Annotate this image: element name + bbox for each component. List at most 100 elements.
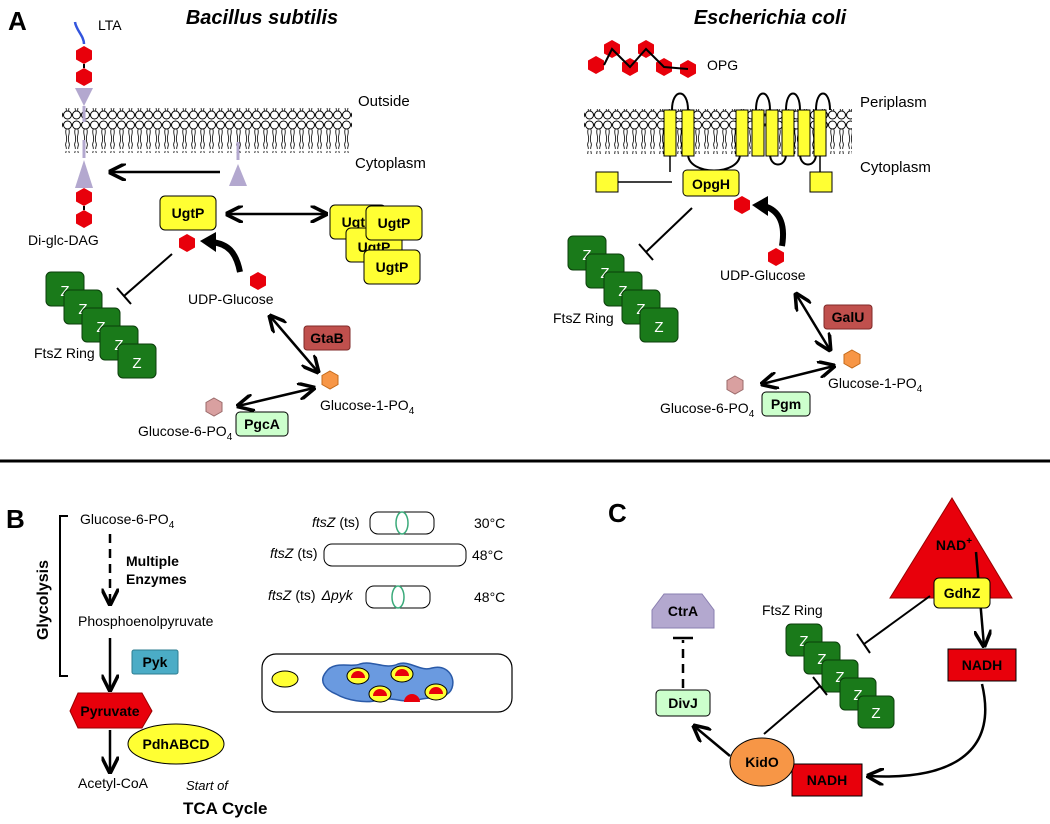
lta-chain <box>73 21 86 45</box>
bs-udp-glucose-label: UDP-Glucose <box>188 291 274 307</box>
galu-arrow <box>796 294 830 350</box>
kido-to-divj-arrow <box>694 726 731 757</box>
pgm-label: Pgm <box>771 396 801 412</box>
lta-hexagon <box>76 68 92 86</box>
panel-c-label: C <box>608 498 627 528</box>
pyruvate-shape <box>69 692 153 729</box>
pdh-ellipse <box>127 723 225 765</box>
ctra-label: CtrA <box>668 603 698 619</box>
glucose6-hexagon <box>205 397 223 417</box>
cell3-genotype: ftsZ(ts)Δpyk <box>268 587 354 603</box>
di-glc-dag-label: Di-glc-DAG <box>28 232 99 248</box>
kido-ellipse <box>729 737 795 787</box>
ec-ftsz-ring-label: FtsZ Ring <box>553 310 614 326</box>
panel-b-label: B <box>6 504 25 534</box>
lipid-anchor <box>229 164 247 186</box>
pyk-box <box>131 649 179 675</box>
pyk-label: Pyk <box>143 654 168 670</box>
cell1-genotype: ftsZ(ts) <box>312 514 360 530</box>
bs-cytoplasm-label: Cytoplasm <box>355 155 426 172</box>
ec-udp-glucose-hexagon <box>768 248 784 266</box>
galu-label: GalU <box>832 309 865 325</box>
svg-text:Z: Z <box>871 705 880 722</box>
ugtp-stack-box <box>365 205 423 241</box>
cell2-genotype: ftsZ(ts) <box>270 545 318 561</box>
bs-title: Bacillus subtilis <box>186 7 338 29</box>
bs-ftsz-ring: Z Z Z Z Z <box>45 271 157 379</box>
enzymes-label: Enzymes <box>126 571 187 587</box>
b-glucose6-label: Glucose-6-PO4 <box>80 511 175 531</box>
temp-48a: 48°C <box>472 547 503 563</box>
pyruvate-label: Pyruvate <box>80 703 139 719</box>
pgca-arrow <box>238 388 314 406</box>
nadh-label-1: NADH <box>962 657 1002 673</box>
ugtp-label: UgtP <box>172 205 205 221</box>
gdhz-inhibition <box>863 595 931 645</box>
ec-glucose6-label: Glucose-6-PO4 <box>660 400 755 420</box>
nadh-to-kido-arrow <box>868 683 987 776</box>
cell-30c-ring <box>395 511 409 535</box>
ec-udp-glucose-label: UDP-Glucose <box>720 267 806 283</box>
nadh-box-1 <box>947 648 1017 682</box>
c-ftsz-ring-label: FtsZ Ring <box>762 602 823 618</box>
opgh-transmembrane <box>595 92 833 193</box>
tca-label: TCA Cycle <box>183 799 267 818</box>
ctra-shape <box>651 593 715 629</box>
bs-ftsz-ring-label: FtsZ Ring <box>34 345 95 361</box>
ugtp-stack-box <box>363 249 421 285</box>
nadh-box-2 <box>791 763 863 797</box>
opgh-glucose-hexagon <box>734 196 750 214</box>
gtab-arrow <box>270 316 318 372</box>
ec-glucose6-hexagon <box>726 375 744 395</box>
ugtp-glucose-hexagon <box>179 234 195 252</box>
ugtp-box <box>159 195 217 231</box>
temp-48b: 48°C <box>474 589 505 605</box>
svg-text:Z: Z <box>835 669 844 686</box>
temp-30: 30°C <box>474 515 505 531</box>
opgh-inhibition <box>645 207 693 253</box>
udp-transfer-arrow <box>211 239 243 273</box>
opg-chain <box>588 40 696 78</box>
pgca-label: PgcA <box>244 416 280 432</box>
glucose1-hexagon <box>321 370 339 390</box>
cell-30c <box>369 511 435 535</box>
udp-glucose-hexagon <box>250 272 266 290</box>
galu-box <box>823 304 873 330</box>
gdhz-label: GdhZ <box>944 585 981 601</box>
lta-anchor <box>75 88 93 106</box>
ugtp-stack-label: UgtP <box>378 215 411 231</box>
kido-inhibition <box>763 685 821 735</box>
ugtp-stack-label: UgtP <box>376 259 409 275</box>
svg-text:Z: Z <box>853 687 862 704</box>
ec-membrane <box>584 109 852 154</box>
bs-glucose6-label: Glucose-6-PO4 <box>138 423 233 443</box>
lta-label: LTA <box>98 17 122 33</box>
ec-periplasm-label: Periplasm <box>860 94 927 111</box>
pdh-in-cell <box>271 670 299 688</box>
cell-48c-dpyk-ring <box>391 585 405 609</box>
lta-hexagon <box>76 46 92 64</box>
cell-48c-filament <box>323 543 467 567</box>
cell-48c-dpyk <box>365 585 431 609</box>
bs-glucose1-label: Glucose-1-PO4 <box>320 397 415 417</box>
svg-text:Z: Z <box>654 319 663 336</box>
ec-ftsz-ring: Z Z Z Z Z <box>567 235 679 343</box>
pgca-box <box>235 411 289 437</box>
ec-cytoplasm-label: Cytoplasm <box>860 159 931 176</box>
pgm-box <box>761 391 811 417</box>
gtab-label: GtaB <box>310 330 343 346</box>
nad-label: NAD+ <box>936 536 972 553</box>
acetyl-label: Acetyl-CoA <box>78 775 149 791</box>
svg-text:Z: Z <box>817 651 826 668</box>
pdh-on-nucleoid <box>346 665 448 703</box>
pgm-arrow <box>762 366 834 384</box>
glycolysis-bracket <box>59 515 68 677</box>
pdh-label: PdhABCD <box>143 736 210 752</box>
dag-anchor <box>75 160 93 188</box>
svg-text:Z: Z <box>799 633 808 650</box>
gdhz-box <box>933 577 991 609</box>
ugtp-inhibition <box>123 253 173 297</box>
ec-glucose1-hexagon <box>843 349 861 369</box>
